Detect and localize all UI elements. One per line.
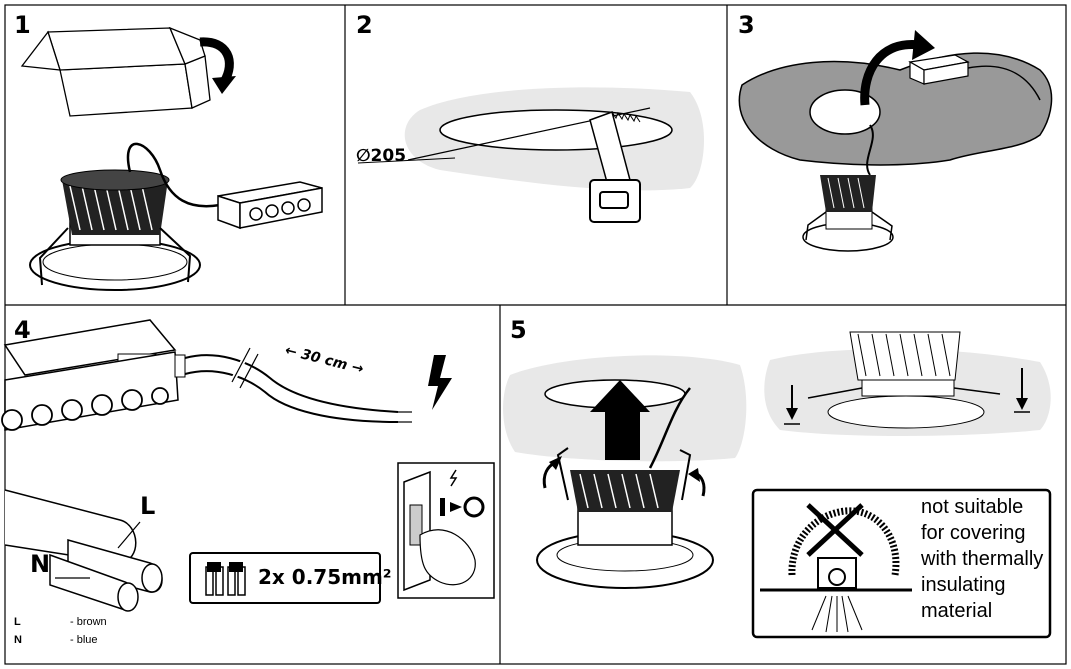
curved-arrow-icon (860, 30, 935, 106)
cutout-diameter-label: ∅205 (356, 146, 407, 166)
panel-number-3: 3 (738, 11, 755, 39)
junction-box-icon (217, 181, 323, 230)
warning-line: not suitable (921, 496, 1024, 518)
panel-number-2: 2 (356, 11, 373, 39)
warning-line: material (921, 600, 993, 622)
legend-code: L (14, 616, 21, 628)
legend-row: L - brown (14, 616, 107, 634)
legend-row: N - blue (14, 634, 107, 652)
downlight-small-icon (802, 175, 894, 252)
wire-spec-label: 2x 0.75mm² (258, 565, 392, 589)
wire-label-n: N (30, 550, 51, 578)
panel-number-4: 4 (14, 316, 31, 344)
lightning-icon (428, 355, 452, 410)
terminal-icon (205, 562, 246, 596)
legend-desc: - blue (70, 634, 98, 646)
wire-label-l: L (140, 492, 156, 520)
junction-box-large-icon (1, 319, 186, 431)
legend-desc: - brown (70, 616, 107, 628)
panel-grid (4, 4, 1067, 665)
box-open-icon (20, 26, 211, 117)
wire-legend: L - brown N - blue (14, 616, 107, 652)
downlight-icon (29, 142, 221, 291)
wire-closeup-illustration (4, 489, 163, 612)
ceiling-board-illustration (738, 52, 1053, 176)
cable-illustration (184, 346, 412, 423)
wire-spec-box (189, 552, 381, 604)
install-illustration (503, 355, 747, 589)
warning-line: insulating (921, 574, 1006, 596)
power-off-switch-icon (397, 462, 495, 599)
legend-code: N (14, 634, 22, 646)
panel-number-5: 5 (510, 316, 527, 344)
junction-box-small-icon (908, 54, 1041, 101)
rotate-arrow-icon (199, 37, 236, 94)
panel-number-1: 1 (14, 11, 31, 39)
insulation-warning-text: not suitable for covering with thermally… (921, 494, 1043, 624)
insulation-warning-icon (751, 488, 1052, 639)
installed-light-illustration (764, 331, 1051, 436)
saw-icon (589, 111, 641, 223)
warning-line: for covering (921, 522, 1026, 544)
warning-line: with thermally (921, 548, 1044, 570)
ceiling-cutout-illustration (357, 87, 704, 191)
